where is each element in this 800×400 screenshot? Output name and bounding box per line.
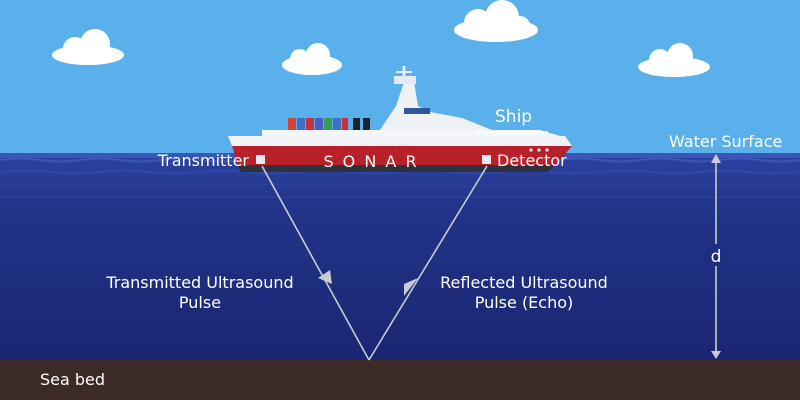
depth-label: d <box>711 247 722 267</box>
ship-keel <box>238 165 555 172</box>
sea-water <box>0 155 800 360</box>
depth-arrow-down-icon <box>711 351 721 359</box>
transmitter-marker <box>256 155 265 164</box>
container <box>297 118 305 138</box>
transmitted-pulse-label-line2: Pulse <box>179 293 221 312</box>
transmitter-label: Transmitter <box>157 151 250 170</box>
cloud-icon <box>454 0 538 42</box>
water-surface-label: Water Surface <box>669 132 782 151</box>
ship-label: Ship <box>495 107 532 127</box>
cloud-icon <box>282 43 342 75</box>
transmitted-pulse-ray <box>261 165 370 361</box>
wave-line <box>0 183 800 189</box>
ship-funnel <box>353 118 360 132</box>
depth-label-bg <box>706 244 726 266</box>
container <box>324 118 332 138</box>
container <box>333 118 341 138</box>
detector-label: Detector <box>497 151 567 170</box>
cloud-icon <box>638 43 710 77</box>
depth-arrow-up-icon <box>711 154 721 163</box>
detector-marker <box>482 155 491 164</box>
deep-water-boundary <box>0 196 800 198</box>
container <box>306 118 314 138</box>
container <box>315 118 323 138</box>
container <box>288 118 296 138</box>
hull-sonar-text: S O N A R <box>323 152 418 171</box>
ship-superstructure <box>380 82 492 130</box>
transmitted-arrow-icon <box>318 270 332 284</box>
sea-bed-label: Sea bed <box>40 370 105 389</box>
sea-bed <box>0 360 800 400</box>
container <box>342 118 348 138</box>
ship-funnel <box>363 118 370 132</box>
reflected-pulse-ray <box>368 165 488 361</box>
transmitted-pulse-label-line1: Transmitted Ultrasound <box>105 273 293 292</box>
ship-hull-upper <box>228 136 572 146</box>
reflected-pulse-label-line2: Pulse (Echo) <box>475 293 574 312</box>
cloud-icon <box>52 29 124 65</box>
reflected-pulse-label-line1: Reflected Ultrasound <box>440 273 608 292</box>
reflected-arrow-icon <box>404 278 418 296</box>
ship-window <box>404 108 430 114</box>
ship-deck <box>262 130 560 136</box>
ship <box>228 66 572 172</box>
